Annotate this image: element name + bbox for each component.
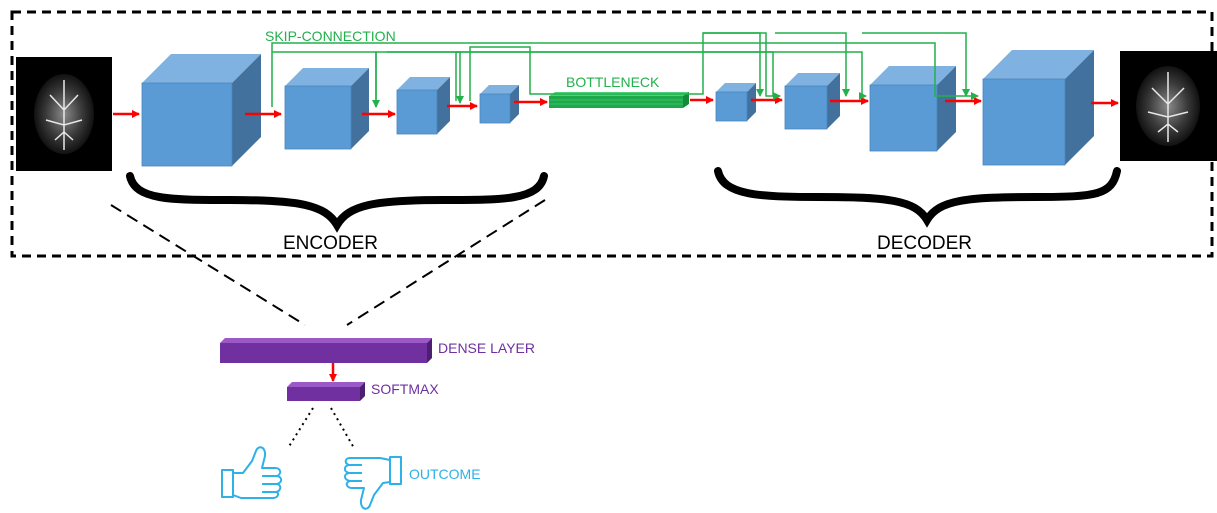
skip-connection-1 [271,42,979,107]
softmax-bar [287,382,365,401]
thumbs-down-icon [343,456,402,510]
encoder-block-3 [396,77,450,135]
decoder-block-4-side-face [1065,50,1094,165]
skip-connections-lower [272,32,970,108]
encoder-block-1 [141,54,261,167]
decoder-block-2 [784,73,840,130]
skip-to-dec2 [775,32,850,97]
decoder-block-2-front-face [784,85,828,130]
encoder-block-4-top-face [480,85,519,94]
encoder-block-2-front-face [284,85,352,150]
bottleneck-bar [549,92,689,108]
skip-connection-4 [469,32,781,101]
encoder-block-3-side-face [437,77,450,134]
skip-to-enc2 [272,51,380,108]
encoder-block-4-side-face [510,85,519,123]
encoder-block-3-top-face [397,77,450,90]
decoder-block-2-top-face [785,73,840,86]
bottleneck-label: BOTTLENECK [566,74,660,90]
encoder-brace [126,172,548,233]
skip-to-dec1 [703,32,764,97]
encoder-block-1-top-face [142,54,261,83]
decoder-block-4-top-face [983,50,1094,79]
decoder-block-4 [982,50,1094,166]
encoder-block-1-side-face [232,54,261,166]
thumbs-up-icon [221,446,283,499]
decoder-brace [714,167,1121,228]
encoder-block-2 [284,68,369,150]
forward-arrows [113,96,1119,382]
skip-to-enc3 [387,51,464,104]
decoder-block-3 [869,66,956,152]
encoder-label: ENCODER [283,233,378,254]
softmax-label: SOFTMAX [371,381,439,397]
projection-line-left [110,204,306,326]
decoder-block-3-side-face [937,66,956,151]
outcome-line-right [330,407,355,449]
projection-line-right [346,199,546,326]
decoder-block-1-front-face [715,91,748,122]
decoder-block-1-side-face [747,83,756,121]
encoder-block-1-front-face [141,82,233,167]
skip-connection-label: SKIP-CONNECTION [265,28,396,44]
input-brain-image [16,57,112,171]
decoder-block-4-front-face [982,78,1066,166]
decoder-block-1-top-face [716,83,756,92]
outcome-label: OUTCOME [409,466,481,482]
skip-to-dec3 [862,32,970,97]
encoder-block-3-front-face [396,89,438,135]
encoder-block-2-top-face [285,68,369,86]
encoder-block-4 [479,85,519,124]
decoder-label: DECODER [877,233,972,254]
decoder-block-3-front-face [869,84,938,152]
encoder-block-4-front-face [479,93,511,124]
decoder-block-1 [715,83,756,122]
output-brain-image [1120,51,1217,161]
dense-layer-label: DENSE LAYER [438,340,535,356]
encoder-block-2-side-face [351,68,369,149]
dense-layer-bar [220,338,432,363]
outcome-line-left [287,407,314,449]
